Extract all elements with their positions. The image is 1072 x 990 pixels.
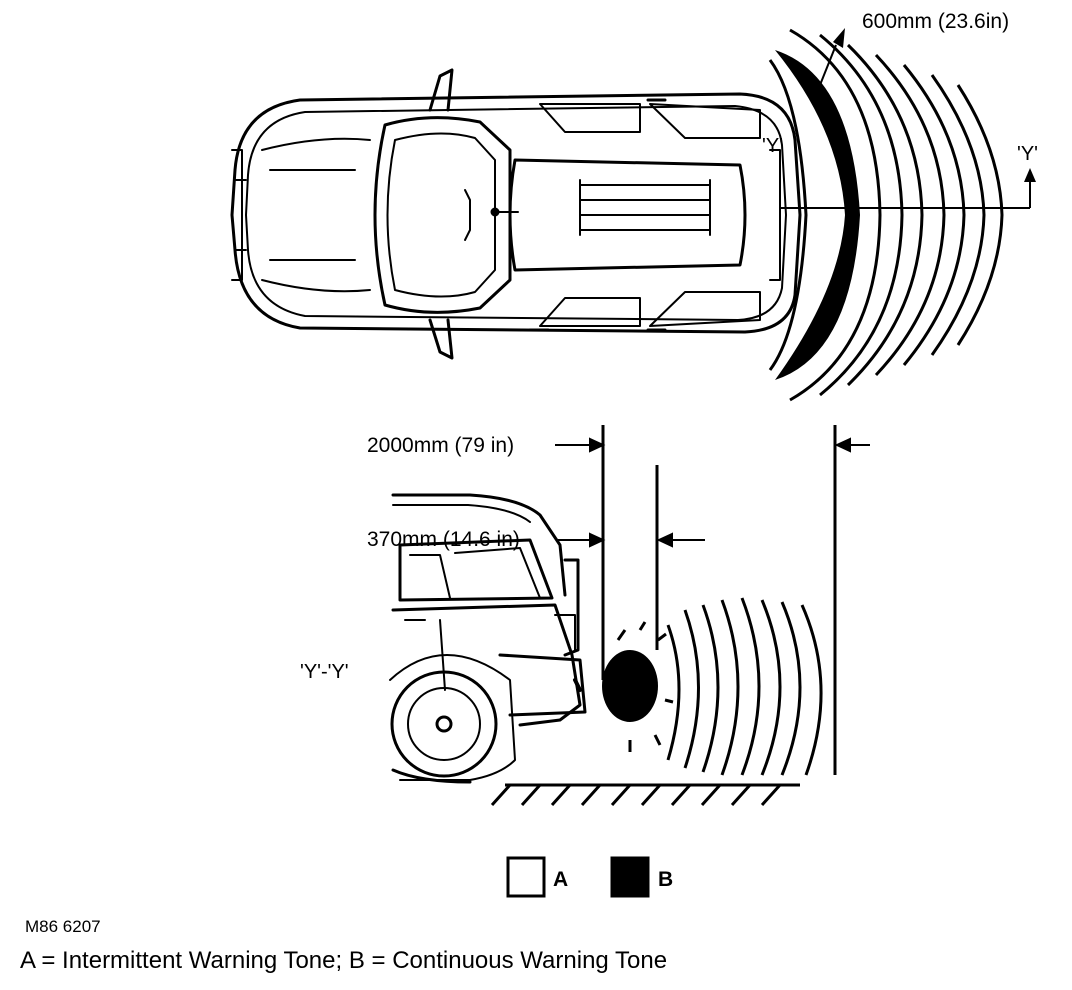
continuous-zone-top xyxy=(775,50,860,380)
ground-hatch xyxy=(490,783,800,807)
side-dimension-lines xyxy=(601,425,837,775)
reference-code: M86 6207 xyxy=(25,917,101,936)
dimension-arrows xyxy=(555,437,870,548)
legend: A B xyxy=(506,856,673,898)
legend-label-a: A xyxy=(553,868,568,891)
dim-2000mm-label: 2000mm (79 in) xyxy=(367,434,514,457)
legend-swatch-a xyxy=(506,856,546,898)
section-y-label-right: 'Y' xyxy=(1017,143,1038,165)
car-side-rear-view xyxy=(389,493,587,784)
rear-detection-zones-top xyxy=(768,28,1036,402)
car-top-view xyxy=(230,68,802,360)
legend-swatch-b xyxy=(610,856,650,898)
legend-label-b: B xyxy=(658,868,673,891)
section-y-label-left: 'Y' xyxy=(762,135,783,157)
dim-370mm-label: 370mm (14.6 in) xyxy=(367,528,520,551)
rear-detection-zones-side xyxy=(602,597,823,776)
section-yy-label: 'Y'-'Y' xyxy=(300,661,349,683)
dim-600mm-label: 600mm (23.6in) xyxy=(862,10,1009,33)
continuous-zone-side xyxy=(602,650,658,722)
diagram-caption: A = Intermittent Warning Tone; B = Conti… xyxy=(20,947,667,974)
